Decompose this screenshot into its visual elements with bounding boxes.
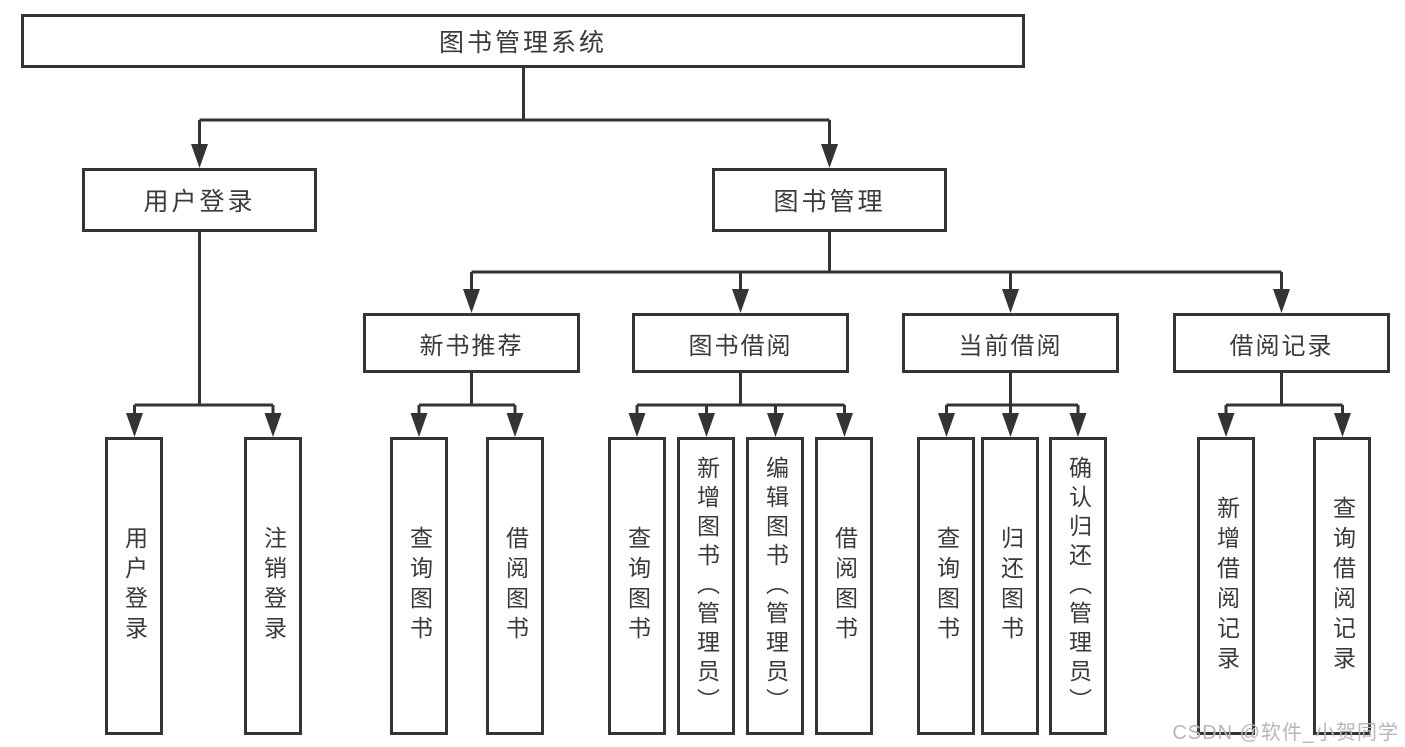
leaf-label: 查询图书 [406, 526, 433, 646]
node-book-borrowing: 图书借阅 [632, 313, 849, 373]
leaf-label: 借阅图书 [831, 526, 858, 646]
node-label: 新书推荐 [419, 332, 524, 360]
leaf-query-books-current: 查询图书 [917, 437, 975, 735]
leaf-borrow-books-recommend: 借阅图书 [486, 437, 544, 735]
leaf-query-books-recommend: 查询图书 [390, 437, 448, 735]
node-label: 当前借阅 [958, 332, 1063, 360]
leaf-user-login: 用户登录 [105, 437, 163, 735]
leaf-label: 确认归还（管理员） [1065, 455, 1092, 717]
leaf-edit-books-admin: 编辑图书（管理员） [746, 437, 804, 735]
node-borrow-records: 借阅记录 [1173, 313, 1390, 373]
leaf-label: 新增借阅记录 [1213, 496, 1240, 676]
leaf-query-borrow-record: 查询借阅记录 [1313, 437, 1371, 735]
leaf-query-books-borrowing: 查询图书 [608, 437, 666, 735]
node-user-login: 用户登录 [82, 168, 317, 232]
leaf-label: 查询图书 [624, 526, 651, 646]
leaf-label: 借阅图书 [502, 526, 529, 646]
leaf-label: 新增图书（管理员） [693, 455, 720, 717]
leaf-add-books-admin: 新增图书（管理员） [677, 437, 735, 735]
leaf-confirm-return-admin: 确认归还（管理员） [1049, 437, 1107, 735]
leaf-label: 查询图书 [933, 526, 960, 646]
node-label: 图书管理系统 [438, 29, 607, 57]
node-label: 图书借阅 [688, 332, 793, 360]
leaf-label: 查询借阅记录 [1329, 496, 1356, 676]
node-current-borrowing: 当前借阅 [902, 313, 1119, 373]
leaf-label: 归还图书 [997, 526, 1024, 646]
leaf-label: 用户登录 [121, 526, 148, 646]
leaf-label: 注销登录 [260, 526, 287, 646]
node-label: 用户登录 [143, 188, 256, 216]
leaf-label: 编辑图书（管理员） [762, 455, 789, 717]
leaf-borrow-books: 借阅图书 [815, 437, 873, 735]
node-label: 借阅记录 [1229, 332, 1334, 360]
node-book-management: 图书管理 [712, 168, 947, 232]
leaf-return-books: 归还图书 [981, 437, 1039, 735]
csdn-watermark: CSDN @软件_小贺同学 [1172, 722, 1399, 744]
leaf-logout: 注销登录 [244, 437, 302, 735]
node-library-system: 图书管理系统 [21, 14, 1025, 68]
node-label: 图书管理 [773, 188, 886, 216]
node-new-book-recommend: 新书推荐 [363, 313, 580, 373]
leaf-add-borrow-record: 新增借阅记录 [1197, 437, 1255, 735]
